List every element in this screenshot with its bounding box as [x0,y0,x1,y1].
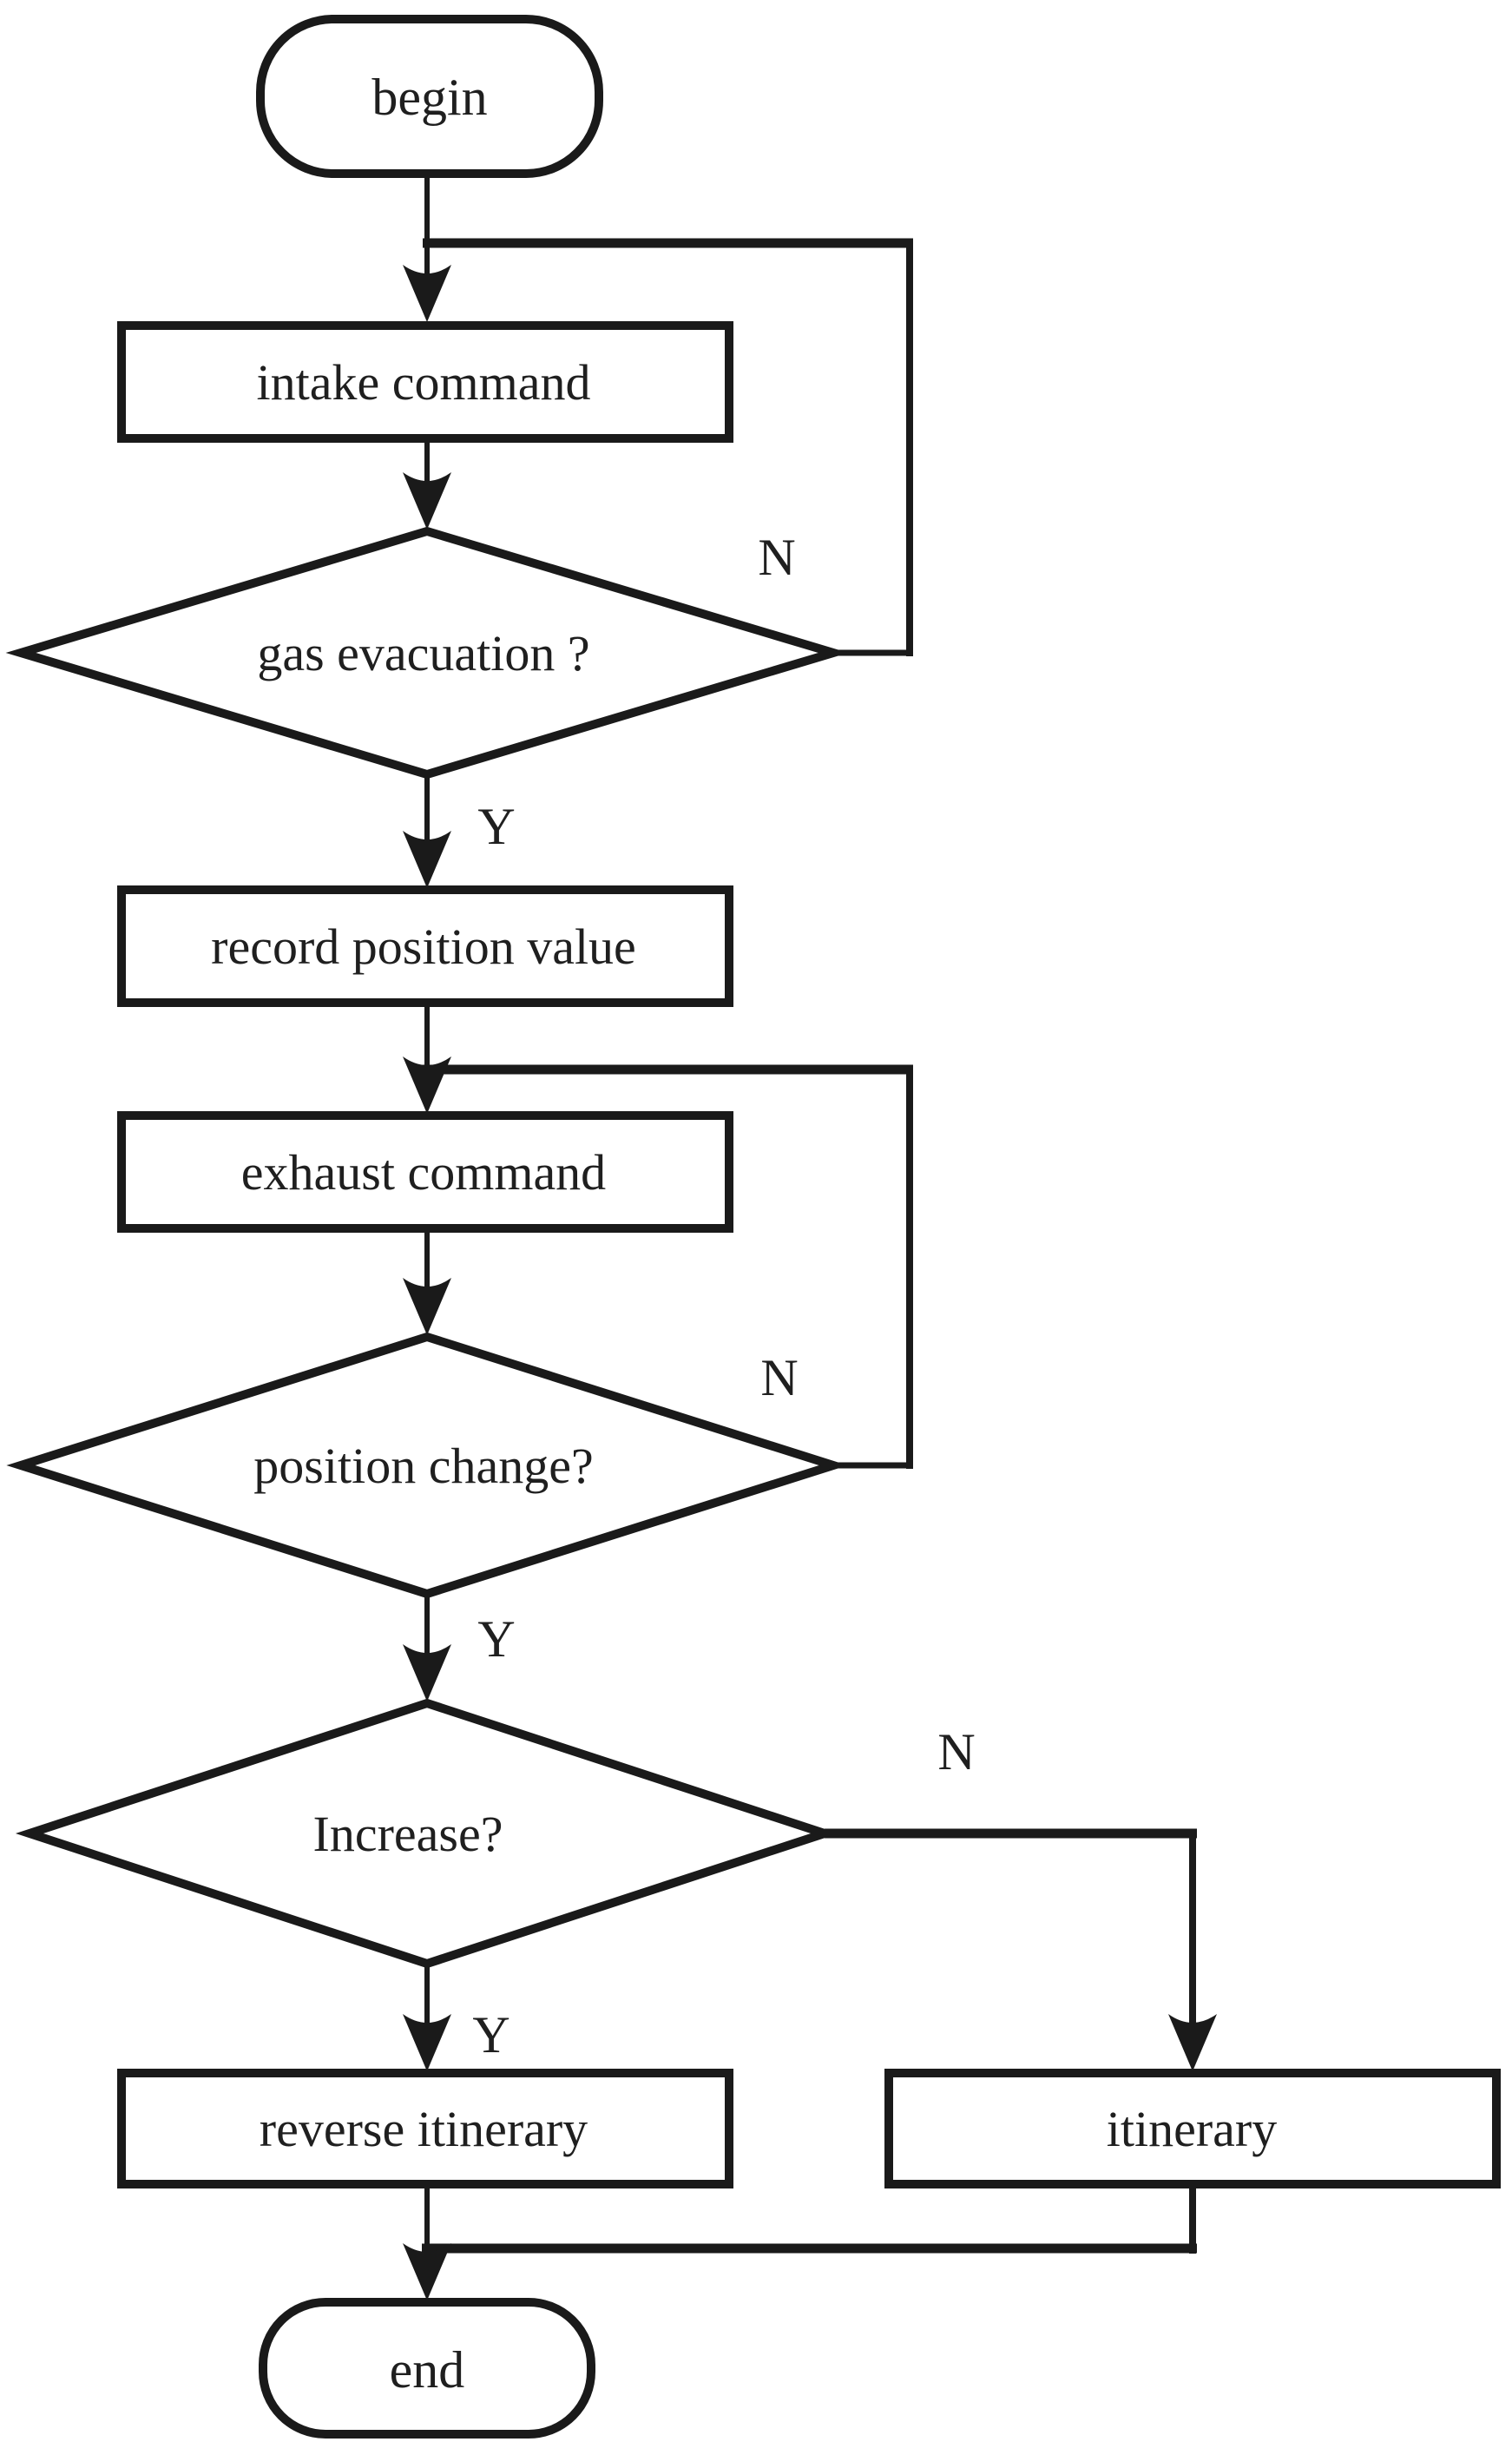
node-begin-label: begin [371,69,487,126]
node-position-change [6,1332,848,1599]
node-itinerary [884,2069,1501,2188]
node-intake-command [117,321,733,443]
node-intake-command-label: intake command [257,354,591,411]
node-gas-evacuation [5,526,849,780]
arrowhead [403,265,451,322]
arrowhead [403,1644,451,1701]
node-reverse-itinerary-label: reverse itinerary [260,2101,588,2157]
node-begin [256,15,603,178]
arrowhead [403,2014,451,2071]
arrowhead [403,2243,451,2300]
node-itinerary-label: itinerary [1107,2101,1277,2157]
node-increase [15,1698,839,1969]
node-increase-label: Increase? [313,1806,503,1862]
edge-label-gas-yes: Y [477,798,515,855]
node-reverse-itinerary [117,2069,733,2188]
node-exhaust-command-label: exhaust command [241,1144,606,1201]
arrowhead [403,472,451,530]
node-position-change-label: position change? [253,1438,593,1494]
edge-label-increase-yes: Y [472,2006,509,2063]
node-exhaust-command [117,1111,733,1233]
arrowhead [403,1278,451,1335]
edge-label-position-yes: Y [477,1610,515,1668]
node-record-position-value-label: record position value [211,918,636,975]
node-record-position-value [117,885,733,1007]
edge-label-gas-no: N [758,529,795,586]
node-end-label: end [390,2341,465,2399]
edge-label-increase-no: N [937,1723,975,1780]
node-end [259,2298,595,2439]
arrowhead [403,831,451,888]
edge-label-position-no: N [760,1349,798,1406]
node-gas-evacuation-label: gas evacuation ? [257,625,589,681]
arrowhead [1168,2014,1217,2071]
